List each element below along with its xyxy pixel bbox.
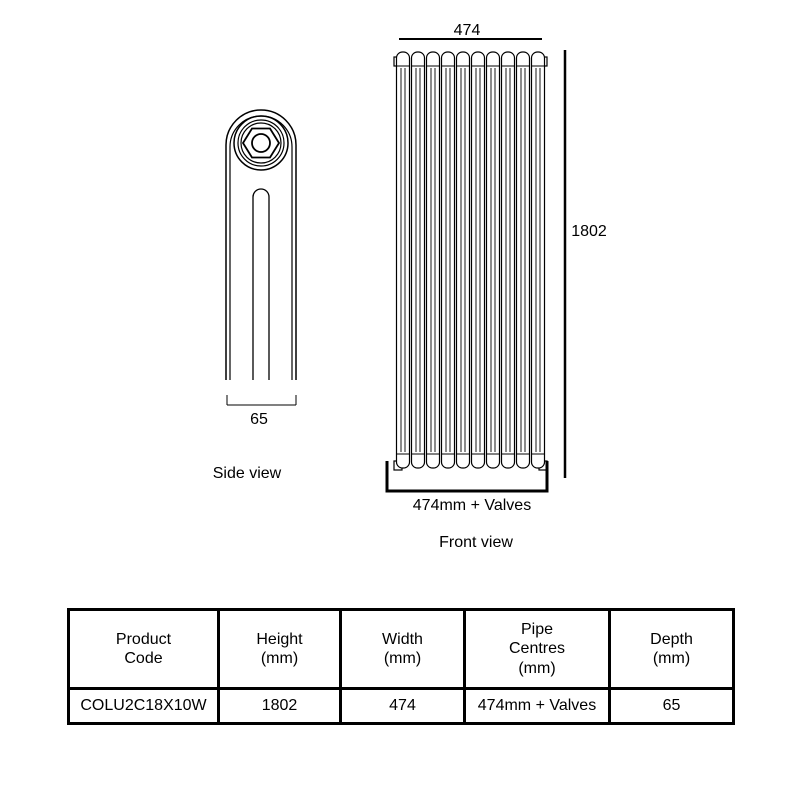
cell-height: 1802 <box>217 687 342 725</box>
cell-width: 474 <box>339 687 466 725</box>
column-outline <box>455 51 471 469</box>
cell-pipe-centres: 474mm + Valves <box>463 687 611 725</box>
spec-table: Product Code Height (mm) Width (mm) Pipe… <box>67 608 735 725</box>
table-row: COLU2C18X10W 1802 474 474mm + Valves 65 <box>67 687 735 725</box>
column-outline <box>395 51 411 469</box>
side-view-caption: Side view <box>213 465 282 482</box>
side-view-hex-nut <box>241 127 281 159</box>
side-view-cap-outer <box>233 115 289 171</box>
radiator-column <box>485 51 501 469</box>
header-height: Height (mm) <box>217 608 342 690</box>
radiator-column <box>515 51 531 469</box>
radiator-column <box>395 51 411 469</box>
front-view-width-label: 474 <box>454 22 481 39</box>
side-view-nut-hole <box>251 133 271 153</box>
column-outline <box>425 51 441 469</box>
radiator-column <box>470 51 486 469</box>
radiator-column <box>410 51 426 469</box>
column-outline <box>440 51 456 469</box>
radiator-column <box>530 51 546 469</box>
header-product-code: Product Code <box>67 608 220 690</box>
front-view-pipe-centres-bracket <box>385 461 549 493</box>
column-outline <box>485 51 501 469</box>
side-view-outline <box>225 109 297 380</box>
side-view-cap-ring <box>240 122 282 164</box>
radiator-column <box>455 51 471 469</box>
column-outline <box>530 51 546 469</box>
side-view-depth-dimension-line <box>226 395 297 406</box>
header-pipe-centres: Pipe Centres (mm) <box>463 608 611 690</box>
column-outline <box>470 51 486 469</box>
side-view-cap-mid <box>237 119 285 167</box>
front-view-pipe-centres-label: 474mm + Valves <box>413 497 531 514</box>
cell-product-code: COLU2C18X10W <box>67 687 220 725</box>
spec-table-header-row: Product Code Height (mm) Width (mm) Pipe… <box>67 608 735 690</box>
radiator-column <box>500 51 516 469</box>
side-view-drawing <box>225 109 297 406</box>
side-view-inner-outline <box>229 115 293 380</box>
column-outline <box>500 51 516 469</box>
side-view-slot <box>252 188 270 380</box>
radiator-column <box>440 51 456 469</box>
column-outline <box>410 51 426 469</box>
column-outline <box>515 51 531 469</box>
front-view-columns <box>393 51 548 471</box>
header-depth: Depth (mm) <box>608 608 735 690</box>
front-view-caption: Front view <box>439 534 513 551</box>
cell-depth: 65 <box>608 687 735 725</box>
header-width: Width (mm) <box>339 608 466 690</box>
front-view-height-label: 1802 <box>571 223 607 240</box>
side-view-depth-label: 65 <box>250 411 268 428</box>
radiator-column <box>425 51 441 469</box>
